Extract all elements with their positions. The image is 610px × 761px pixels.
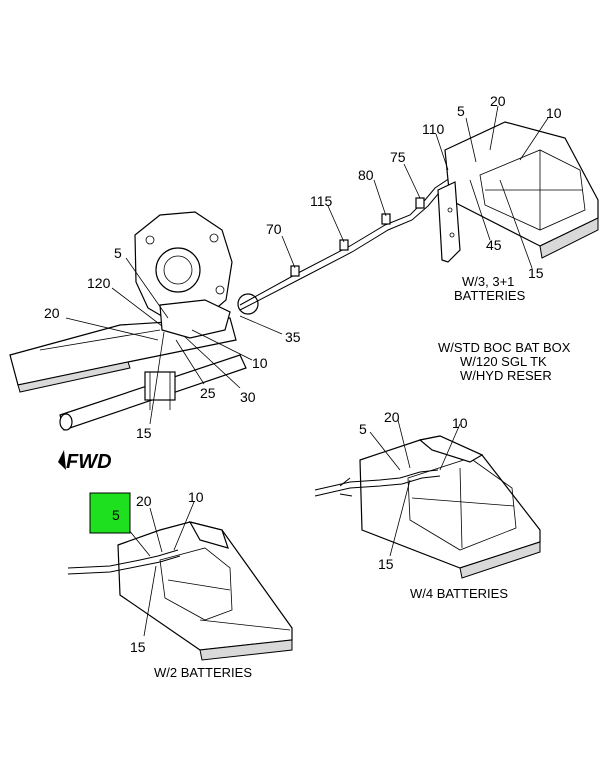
callout-main-20: 20 xyxy=(44,305,60,321)
caption-w3-line2: BATTERIES xyxy=(454,288,526,303)
callout-main-75: 75 xyxy=(390,149,406,165)
callout-main-15: 15 xyxy=(136,425,152,441)
callout-main-5: 5 xyxy=(114,245,122,261)
fwd-label: FWD xyxy=(66,451,112,473)
main-assembly xyxy=(9,121,599,431)
callout-w4-15: 15 xyxy=(378,556,394,572)
w4-callouts: 5 20 10 15 xyxy=(359,409,468,572)
w4-leader-lines xyxy=(369,419,461,557)
callout-main-45: 45 xyxy=(486,237,502,253)
callout-main-20b: 20 xyxy=(490,93,506,109)
callout-main-15b: 15 xyxy=(528,265,544,281)
main-leader-lines xyxy=(65,105,549,425)
callout-main-5b: 5 xyxy=(457,103,465,119)
callout-main-120: 120 xyxy=(87,275,111,291)
callout-main-115: 115 xyxy=(310,193,333,209)
caption-w3-line1: W/3, 3+1 xyxy=(462,274,514,289)
callout-w4-10: 10 xyxy=(452,415,468,431)
caption-std-line3: W/HYD RESER xyxy=(460,368,552,383)
fwd-indicator: FWD xyxy=(58,450,112,473)
callout-w4-20: 20 xyxy=(384,409,400,425)
callout-w2-5-highlighted: 5 xyxy=(112,507,120,523)
caption-w4-batteries: W/4 BATTERIES xyxy=(410,586,508,601)
callout-w2-10: 10 xyxy=(188,489,204,505)
callout-w2-15: 15 xyxy=(130,639,146,655)
callout-w2-20: 20 xyxy=(136,493,152,509)
main-callouts: 5 120 20 15 25 30 10 35 70 115 80 75 110… xyxy=(44,93,562,441)
callout-main-10: 10 xyxy=(252,355,268,371)
callout-main-25: 25 xyxy=(200,385,216,401)
caption-std-line2: W/120 SGL TK xyxy=(460,354,547,369)
callout-main-10b: 10 xyxy=(546,105,562,121)
highlighted-callout-box xyxy=(89,492,131,534)
caption-w2-batteries: W/2 BATTERIES xyxy=(154,665,252,680)
callout-main-80: 80 xyxy=(358,167,374,183)
w2-callouts: 5 20 10 15 xyxy=(112,489,204,655)
w2-battery-assembly xyxy=(67,521,293,661)
caption-std-line1: W/STD BOC BAT BOX xyxy=(438,340,571,355)
caption-std-bat-box: W/STD BOC BAT BOX W/120 SGL TK W/HYD RES… xyxy=(438,340,571,383)
callout-main-110: 110 xyxy=(422,121,445,137)
callout-main-30: 30 xyxy=(240,389,256,405)
w4-battery-assembly xyxy=(314,435,541,579)
caption-w3-batteries: W/3, 3+1 BATTERIES xyxy=(454,274,526,303)
callout-main-70: 70 xyxy=(266,221,282,237)
callout-w4-5: 5 xyxy=(359,421,367,437)
callout-main-35: 35 xyxy=(285,329,301,345)
